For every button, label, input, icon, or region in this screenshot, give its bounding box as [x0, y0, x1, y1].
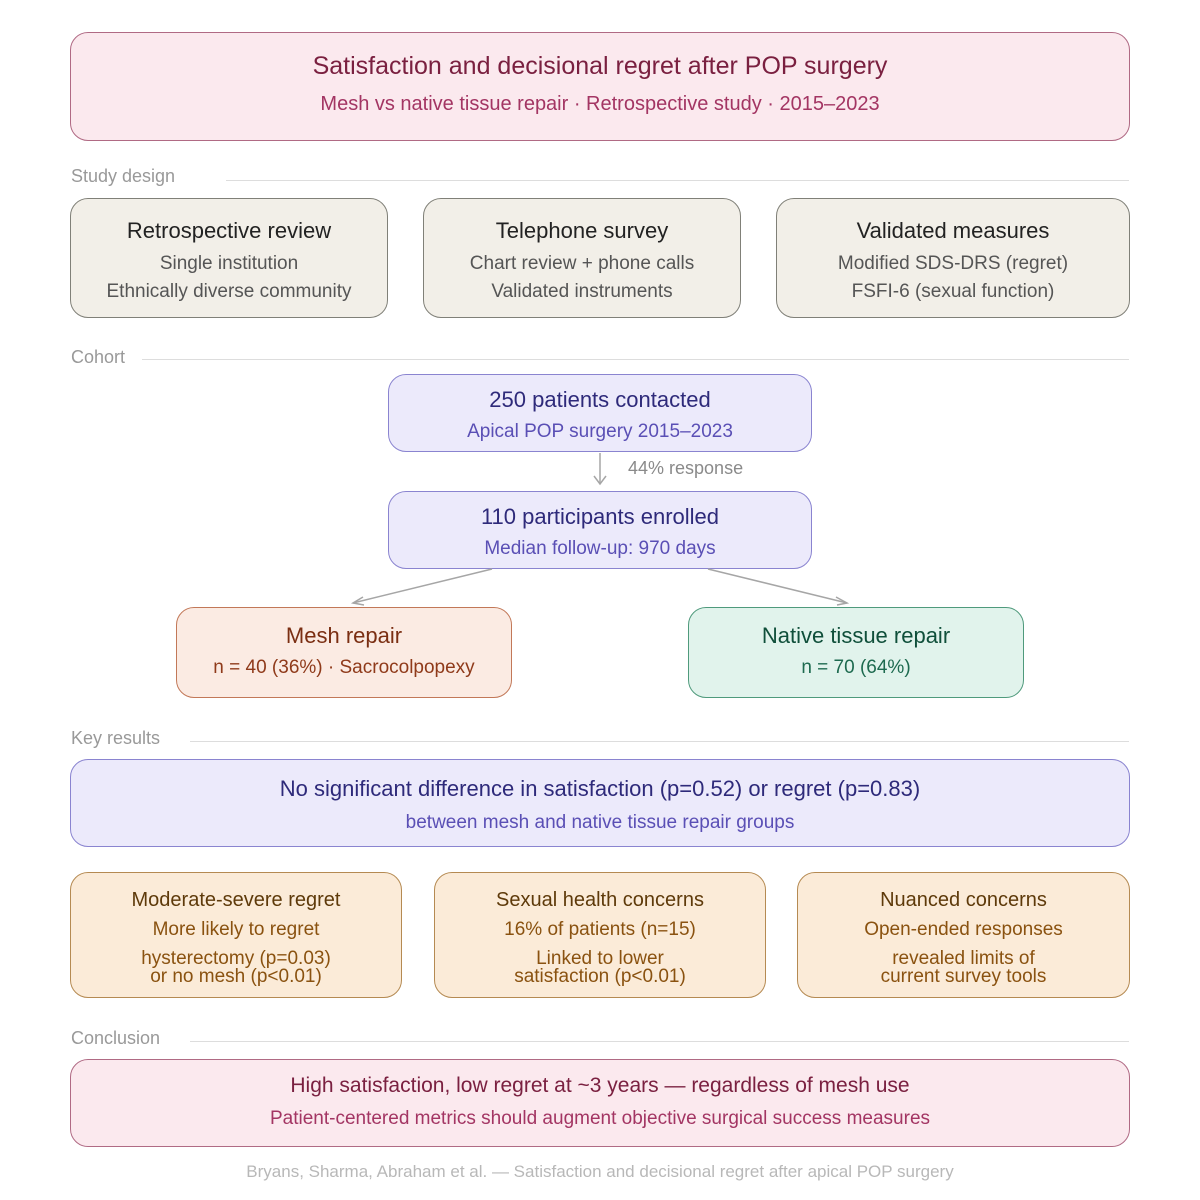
result-card-title: Moderate-severe regret — [131, 889, 341, 911]
result-card-sexual-health: Sexual health concerns 16% of patients (… — [434, 872, 766, 998]
design-card-title: Telephone survey — [495, 218, 669, 243]
native-repair-sub: n = 70 (64%) — [801, 657, 911, 678]
result-card-line: hysterectomy (p=0.03) — [141, 948, 331, 969]
result-card-regret: Moderate-severe regret More likely to re… — [70, 872, 402, 998]
key-finding-sub: between mesh and native tissue repair gr… — [405, 812, 795, 833]
section-divider — [226, 180, 1129, 181]
cohort-enrolled-sub: Median follow-up: 970 days — [484, 538, 716, 559]
design-card-telephone: Telephone survey Chart review + phone ca… — [423, 198, 741, 318]
design-card-measures: Validated measures Modified SDS-DRS (reg… — [776, 198, 1130, 318]
header-subtitle: Mesh vs native tissue repair · Retrospec… — [320, 93, 880, 115]
result-card-line: Open-ended responses — [864, 919, 1063, 940]
cohort-enrolled-box: 110 participants enrolled Median follow-… — [388, 491, 812, 569]
design-card-line: Modified SDS-DRS (regret) — [837, 253, 1069, 274]
result-card-line: Linked to lower — [536, 948, 664, 969]
arrowhead — [593, 475, 607, 486]
result-card-line: More likely to regret — [152, 919, 320, 940]
native-repair-title: Native tissue repair — [761, 623, 951, 648]
design-card-line: FSFI-6 (sexual function) — [851, 281, 1055, 302]
arrowhead — [835, 596, 850, 606]
key-finding-title: No significant difference in satisfactio… — [279, 776, 921, 801]
native-repair-box: Native tissue repair n = 70 (64%) — [688, 607, 1024, 698]
section-label-key-results: Key results — [71, 728, 161, 748]
arrow-enrolled-to-native — [707, 568, 848, 604]
section-divider — [190, 1041, 1129, 1042]
section-label-study-design: Study design — [71, 166, 176, 186]
mesh-repair-sub: n = 40 (36%) · Sacrocolpopexy — [213, 657, 475, 678]
result-card-title: Sexual health concerns — [496, 889, 704, 911]
result-card-line: satisfaction (p<0.01) — [514, 966, 686, 987]
result-card-line: revealed limits of — [892, 948, 1035, 969]
mesh-repair-box: Mesh repair n = 40 (36%) · Sacrocolpopex… — [176, 607, 512, 698]
cohort-contacted-sub: Apical POP surgery 2015–2023 — [467, 421, 733, 442]
result-card-line: current survey tools — [880, 966, 1047, 987]
design-card-retrospective: Retrospective review Single institution … — [70, 198, 388, 318]
result-card-title: Nuanced concerns — [880, 889, 1047, 911]
conclusion-box: High satisfaction, low regret at ~3 year… — [70, 1059, 1130, 1147]
key-finding-box: No significant difference in satisfactio… — [70, 759, 1130, 847]
cohort-contacted-title: 250 patients contacted — [489, 387, 711, 412]
header-title: Satisfaction and decisional regret after… — [312, 52, 888, 80]
header-box: Satisfaction and decisional regret after… — [70, 32, 1130, 141]
section-divider — [142, 359, 1129, 360]
design-card-line: Chart review + phone calls — [469, 253, 695, 274]
section-label-cohort: Cohort — [71, 347, 126, 367]
result-card-nuanced: Nuanced concerns Open-ended responses re… — [797, 872, 1130, 998]
section-label-conclusion: Conclusion — [71, 1028, 161, 1048]
cohort-enrolled-title: 110 participants enrolled — [480, 504, 720, 529]
conclusion-sub: Patient-centered metrics should augment … — [269, 1108, 931, 1129]
section-divider — [190, 741, 1129, 742]
arrow-enrolled-to-mesh — [352, 568, 493, 604]
response-rate-label: 44% response — [628, 458, 744, 478]
conclusion-title: High satisfaction, low regret at ~3 year… — [290, 1074, 910, 1097]
arrowhead — [350, 596, 365, 606]
design-card-line: Ethnically diverse community — [106, 281, 352, 302]
design-card-title: Validated measures — [856, 218, 1050, 243]
design-card-line: Single institution — [159, 253, 299, 274]
cohort-contacted-box: 250 patients contacted Apical POP surger… — [388, 374, 812, 452]
citation-footer: Bryans, Sharma, Abraham et al. — Satisfa… — [246, 1162, 954, 1181]
mesh-repair-title: Mesh repair — [285, 623, 403, 648]
design-card-line: Validated instruments — [491, 281, 673, 302]
result-card-line: or no mesh (p<0.01) — [150, 966, 322, 987]
design-card-title: Retrospective review — [126, 218, 332, 243]
result-card-line: 16% of patients (n=15) — [504, 919, 696, 940]
